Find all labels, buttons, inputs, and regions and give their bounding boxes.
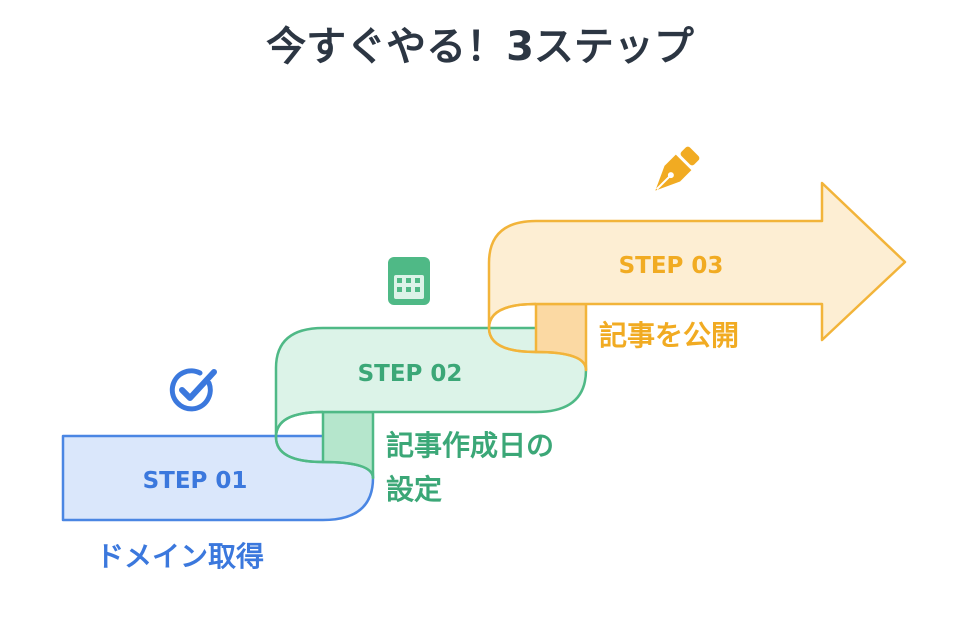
step-02-caption-line2: 設定 [386, 473, 442, 506]
step-01-group: STEP 01 ドメイン取得 [61, 368, 375, 573]
page-title: 今すぐやる！3ステップ [266, 24, 694, 70]
step-02-caption-line1: 記事作成日の [386, 429, 554, 462]
calendar-icon [388, 257, 430, 305]
step-03-curl [487, 302, 588, 371]
step-01-caption: ドメイン取得 [96, 540, 264, 573]
step-03-label: STEP 03 [619, 253, 724, 279]
step-03-caption: 記事を公開 [599, 319, 739, 352]
step-02-label: STEP 02 [358, 361, 463, 387]
step-02-curl [274, 410, 375, 479]
check-circle-icon [169, 368, 217, 412]
step-01-label: STEP 01 [143, 468, 248, 494]
pen-nib-icon [655, 146, 700, 191]
step-03-group: STEP 03 記事を公開 [487, 146, 907, 372]
step-02-group: STEP 02 記事作成日の 設定 [274, 257, 588, 506]
